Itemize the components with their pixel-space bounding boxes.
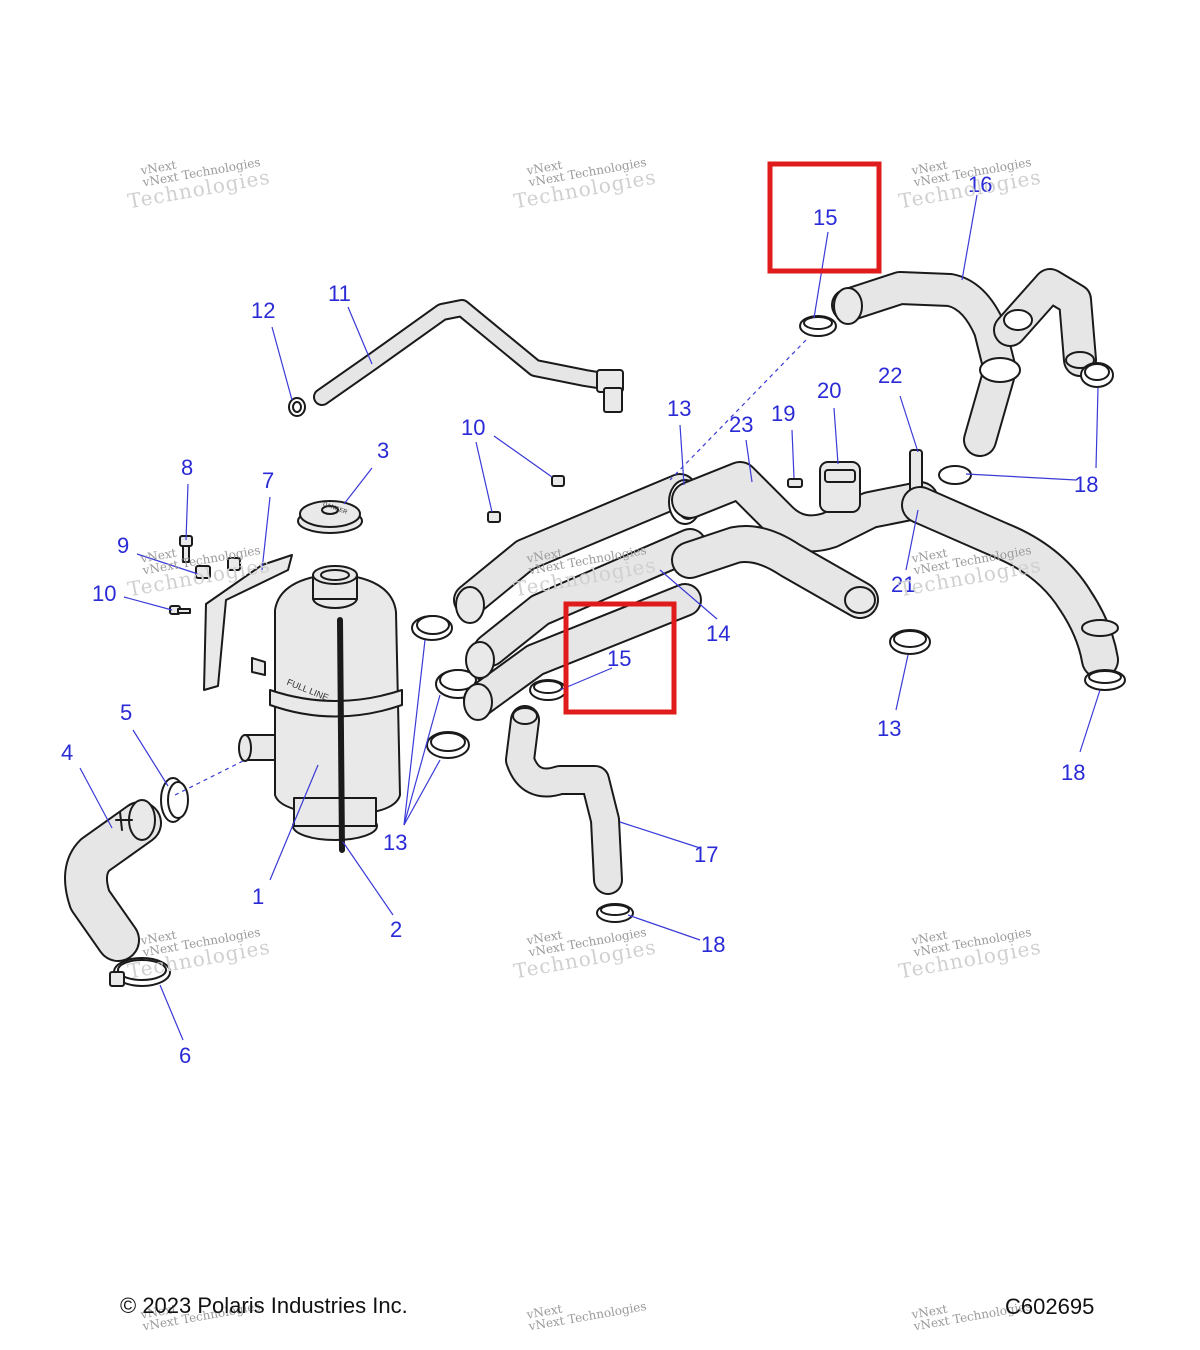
part-4-hose bbox=[64, 799, 162, 962]
part-3-tank-cap: DANGER bbox=[297, 500, 363, 534]
callout-13-right: 13 bbox=[877, 716, 901, 741]
callout-17: 17 bbox=[694, 842, 718, 867]
callout-1: 1 bbox=[252, 884, 264, 909]
callout-2: 2 bbox=[390, 917, 402, 942]
part-19-bolt bbox=[787, 478, 803, 488]
part-15-clamp-lower bbox=[529, 679, 567, 701]
part-23-coolant-pipe bbox=[671, 461, 939, 619]
callout-20: 20 bbox=[817, 378, 841, 403]
part-12-clamp bbox=[288, 397, 306, 417]
callout-18-bottom: 18 bbox=[701, 932, 725, 957]
part-17-hose bbox=[505, 705, 623, 895]
copyright-text: © 2023 Polaris Industries Inc. bbox=[120, 1293, 408, 1318]
part-11-overflow-hose bbox=[313, 299, 624, 413]
callout-13-top: 13 bbox=[667, 396, 691, 421]
part-7-bracket bbox=[203, 554, 293, 691]
callout-10-center: 10 bbox=[461, 415, 485, 440]
highlight-box-upper bbox=[767, 161, 882, 274]
part-14-coolant-pipes bbox=[453, 473, 707, 721]
part-18-clamps bbox=[596, 362, 1126, 923]
highlight-box-lower bbox=[563, 601, 677, 715]
callout-numbers: 1 2 3 4 5 6 7 8 9 10 10 11 12 13 13 13 1… bbox=[61, 172, 1098, 1068]
callout-13-left: 13 bbox=[383, 830, 407, 855]
part-16-hose-assembly bbox=[831, 268, 1097, 457]
callout-3: 3 bbox=[377, 438, 389, 463]
part-10-bolts-center bbox=[487, 475, 565, 523]
part-21-hose bbox=[901, 486, 1119, 679]
callout-14: 14 bbox=[706, 621, 730, 646]
callout-6: 6 bbox=[179, 1043, 191, 1068]
callout-22: 22 bbox=[878, 363, 902, 388]
callout-10-left: 10 bbox=[92, 581, 116, 606]
part-5-clamp bbox=[160, 777, 189, 823]
callout-23: 23 bbox=[729, 412, 753, 437]
part-20-thermostat-housing bbox=[819, 461, 861, 513]
callout-7: 7 bbox=[262, 468, 274, 493]
part-8-bolt bbox=[179, 535, 193, 563]
diagram-code: C602695 bbox=[1005, 1294, 1095, 1319]
part-15-clamp-upper bbox=[799, 315, 837, 337]
callout-4: 4 bbox=[61, 740, 73, 765]
callout-16: 16 bbox=[968, 172, 992, 197]
callout-12: 12 bbox=[251, 298, 275, 323]
callout-8: 8 bbox=[181, 455, 193, 480]
part-6-clamp bbox=[109, 957, 171, 987]
part-10-bolt-left bbox=[169, 605, 191, 615]
callout-21: 21 bbox=[891, 572, 915, 597]
callout-19: 19 bbox=[771, 401, 795, 426]
part-9-bolt bbox=[195, 557, 241, 579]
callout-15-bottom: 15 bbox=[607, 646, 631, 671]
leader-lines bbox=[79, 194, 1101, 1041]
part-1-coolant-tank: FULL LINE bbox=[238, 565, 403, 853]
callout-18-upper: 18 bbox=[1074, 472, 1098, 497]
callout-15-top: 15 bbox=[813, 205, 837, 230]
callout-18-right: 18 bbox=[1061, 760, 1085, 785]
part-13-clamp-right bbox=[889, 629, 931, 655]
callout-5: 5 bbox=[120, 700, 132, 725]
callout-11: 11 bbox=[328, 281, 351, 306]
callout-9: 9 bbox=[117, 533, 129, 558]
